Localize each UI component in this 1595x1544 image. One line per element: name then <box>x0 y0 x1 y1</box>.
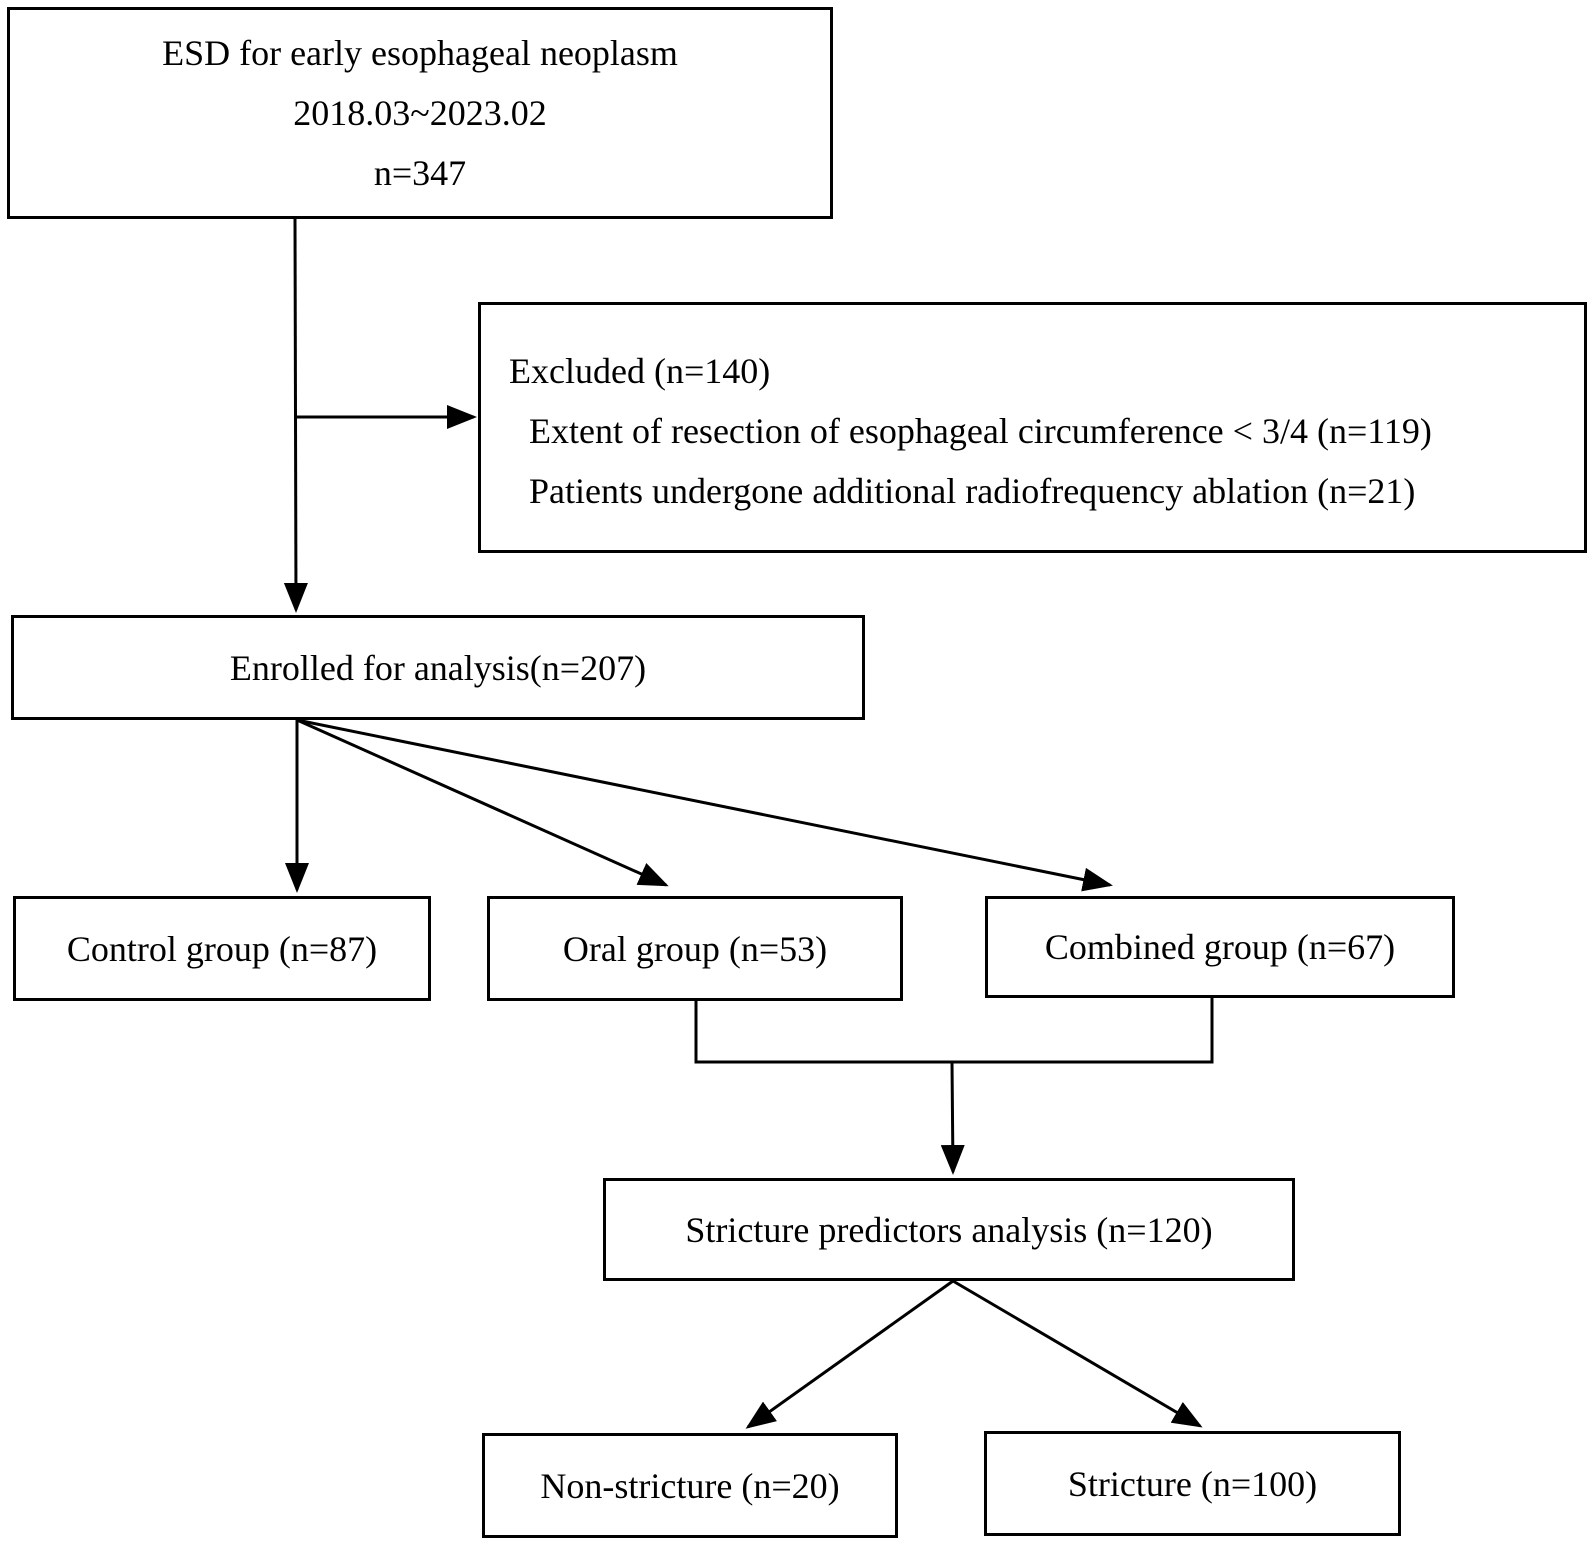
stricture-predictors-label: Stricture predictors analysis (n=120) <box>685 1209 1213 1250</box>
arrow-enrolled-to-oral <box>296 718 669 887</box>
oral-group-label: Oral group (n=53) <box>562 928 828 969</box>
excluded-title: Excluded (n=140) <box>509 351 771 391</box>
enrolled-label: Enrolled for analysis(n=207) <box>229 647 647 688</box>
arrow-enrolled-to-combined <box>296 718 1113 892</box>
start-count: n=347 <box>373 153 467 193</box>
arrow-merge-to-predictors <box>940 1061 965 1175</box>
non-stricture-box: Non-stricture (n=20) <box>482 1433 898 1538</box>
merge-oral-combined <box>694 998 1214 1064</box>
combined-group-box: Combined group (n=67) <box>985 896 1455 998</box>
arrow-start-to-enrolled <box>283 218 308 613</box>
excluded-reason-circumference: Extent of resection of esophageal circum… <box>529 411 1432 451</box>
start-title: ESD for early esophageal neoplasm <box>162 33 678 73</box>
excluded-box: Excluded (n=140) Extent of resection of … <box>478 302 1587 553</box>
arrow-predictors-to-stricture <box>952 1279 1203 1428</box>
arrow-predictors-to-nonstricture <box>745 1279 954 1429</box>
start-period: 2018.03~2023.02 <box>293 93 547 133</box>
oral-group-box: Oral group (n=53) <box>487 896 903 1001</box>
enrolled-box: Enrolled for analysis(n=207) <box>11 615 865 720</box>
excluded-reason-ablation: Patients undergone additional radiofrequ… <box>529 471 1416 511</box>
stricture-predictors-box: Stricture predictors analysis (n=120) <box>603 1178 1295 1281</box>
stricture-label: Stricture (n=100) <box>1067 1463 1318 1504</box>
stricture-box: Stricture (n=100) <box>984 1431 1401 1536</box>
start-box: ESD for early esophageal neoplasm 2018.0… <box>7 7 833 219</box>
non-stricture-label: Non-stricture (n=20) <box>540 1465 840 1506</box>
control-group-label: Control group (n=87) <box>66 928 378 969</box>
combined-group-label: Combined group (n=67) <box>1044 927 1396 967</box>
control-group-box: Control group (n=87) <box>13 896 431 1001</box>
